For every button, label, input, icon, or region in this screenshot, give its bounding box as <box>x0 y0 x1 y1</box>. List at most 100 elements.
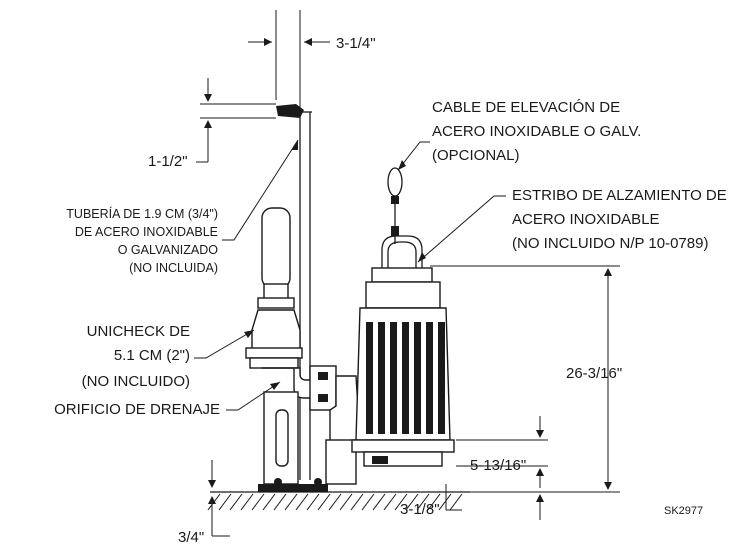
hatch-line <box>306 493 320 511</box>
motor-upper <box>365 281 441 309</box>
arrowhead-7 <box>536 430 544 438</box>
lift-cable-label-line1: CABLE DE ELEVACIÓN DE <box>432 99 620 116</box>
hatch-line <box>273 493 287 511</box>
leader-arrow <box>398 160 406 170</box>
flange-bolt-2 <box>318 394 328 402</box>
leader-arrow-2 <box>418 252 426 262</box>
vent-pipe-label-line4: (NO INCLUIDA) <box>129 261 218 275</box>
hatch-line <box>251 493 265 511</box>
lifting-bail-label-line3: (NO INCLUIDO N/P 10-0789) <box>512 235 708 252</box>
lifting-bail-label-line1: ESTRIBO DE ALZAMIENTO DE <box>512 187 727 204</box>
hatch-line <box>240 493 254 511</box>
lift-cable-label-line3: (OPCIONAL) <box>432 147 520 164</box>
hatch-line <box>405 493 419 511</box>
unicheck-body <box>251 309 301 351</box>
drawing-id-label: SK2977 <box>664 505 703 517</box>
drain-hole-label: ORIFICIO DE DRENAJE <box>54 401 220 418</box>
pump-base-ring <box>351 439 455 453</box>
unicheck-lower <box>249 357 299 369</box>
vent-pipe-cap <box>276 104 304 118</box>
hatch-line <box>383 493 397 511</box>
arrowhead-10 <box>208 496 216 504</box>
dim-floor-gap-label: 3-1/8" <box>400 501 440 518</box>
leader-bail <box>417 195 506 263</box>
arrowhead-9 <box>208 480 216 488</box>
arrowhead-3 <box>204 94 212 102</box>
floor <box>207 491 470 511</box>
arrowhead-8 <box>536 468 544 476</box>
pump-inlet-leg <box>325 439 357 485</box>
cooling-rib <box>366 322 373 434</box>
discharge-assembly <box>245 207 361 492</box>
hatch-line <box>427 493 441 511</box>
lifting-bail-label-line2: ACERO INOXIDABLE <box>512 211 660 228</box>
arrowhead-4 <box>204 120 212 128</box>
arrowhead-5 <box>604 268 612 276</box>
cooling-rib <box>402 322 409 434</box>
labels: 3-1/4" 1-1/2" 26-3/16" 5-13/16" 3/4" 3-1… <box>54 35 727 546</box>
leader-drain <box>226 381 281 411</box>
unicheck-flange <box>245 347 303 359</box>
vent-pipe-label-line1: TUBERÍA DE 1.9 CM (3/4") <box>66 206 218 221</box>
cable-ferrule <box>391 196 399 204</box>
hatch-line <box>438 493 452 511</box>
lifting-bail-inner <box>387 241 417 270</box>
lifting-bail <box>381 235 423 270</box>
leader-arrow-5 <box>270 382 280 390</box>
inlet-screen <box>372 456 388 464</box>
leader-arrow-4 <box>244 330 254 338</box>
unicheck-label-line3: (NO INCLUIDO) <box>82 373 190 390</box>
arrowhead-11 <box>536 494 544 502</box>
cooling-rib <box>390 322 397 434</box>
dimension-lines <box>196 10 620 537</box>
lift-cable-label-line2: ACERO INOXIDABLE O GALV. <box>432 123 641 140</box>
hatch-line <box>229 493 243 511</box>
arrowhead <box>264 38 272 46</box>
vent-pipe-label-line3: O GALVANIZADO <box>118 243 219 257</box>
motor-cap <box>371 267 433 283</box>
hatch-line <box>449 493 463 511</box>
vent-pipe <box>276 104 312 480</box>
leader-arrow-3 <box>292 140 298 150</box>
cooling-rib <box>414 322 421 434</box>
cooling-rib <box>438 322 445 434</box>
dim-base-height-label: 3/4" <box>178 529 204 546</box>
hatch-line <box>295 493 309 511</box>
foot-bolt-left <box>274 478 282 486</box>
hatch-line <box>350 493 364 511</box>
hatch-line <box>361 493 375 511</box>
floor-hatching <box>207 493 463 511</box>
unicheck-label-line1: UNICHECK DE <box>87 323 190 340</box>
dim-inlet-height-label: 5-13/16" <box>470 457 526 474</box>
vent-pipe-label-line2: DE ACERO INOXIDABLE <box>75 225 218 239</box>
arrowhead-2 <box>304 38 312 46</box>
cooling-rib <box>426 322 433 434</box>
dim-vent-height-label: 1-1/2" <box>148 153 188 170</box>
stand-slot <box>275 409 289 467</box>
leader-vent-pipe <box>222 139 299 241</box>
pump <box>351 167 455 467</box>
cooling-rib <box>378 322 385 434</box>
cable-clamp <box>391 226 399 236</box>
hatch-line <box>218 493 232 511</box>
leader-cable <box>397 141 430 171</box>
leader-unicheck <box>194 329 255 359</box>
discharge-pipe-upper <box>261 207 291 289</box>
stand-base <box>258 484 328 492</box>
hatch-line <box>328 493 342 511</box>
hatch-line <box>284 493 298 511</box>
foot-bolt-right <box>314 478 322 486</box>
cooling-ribs <box>366 322 445 434</box>
lift-cable-eye <box>387 167 403 197</box>
hatch-line <box>262 493 276 511</box>
arrowhead-6 <box>604 482 612 490</box>
coupling-ring <box>257 297 295 309</box>
hatch-line <box>339 493 353 511</box>
hatch-line <box>394 493 408 511</box>
hatch-line <box>416 493 430 511</box>
flange-bolt <box>318 372 328 380</box>
leader-lines <box>194 139 506 411</box>
dim-vent-offset-label: 3-1/4" <box>336 35 376 52</box>
